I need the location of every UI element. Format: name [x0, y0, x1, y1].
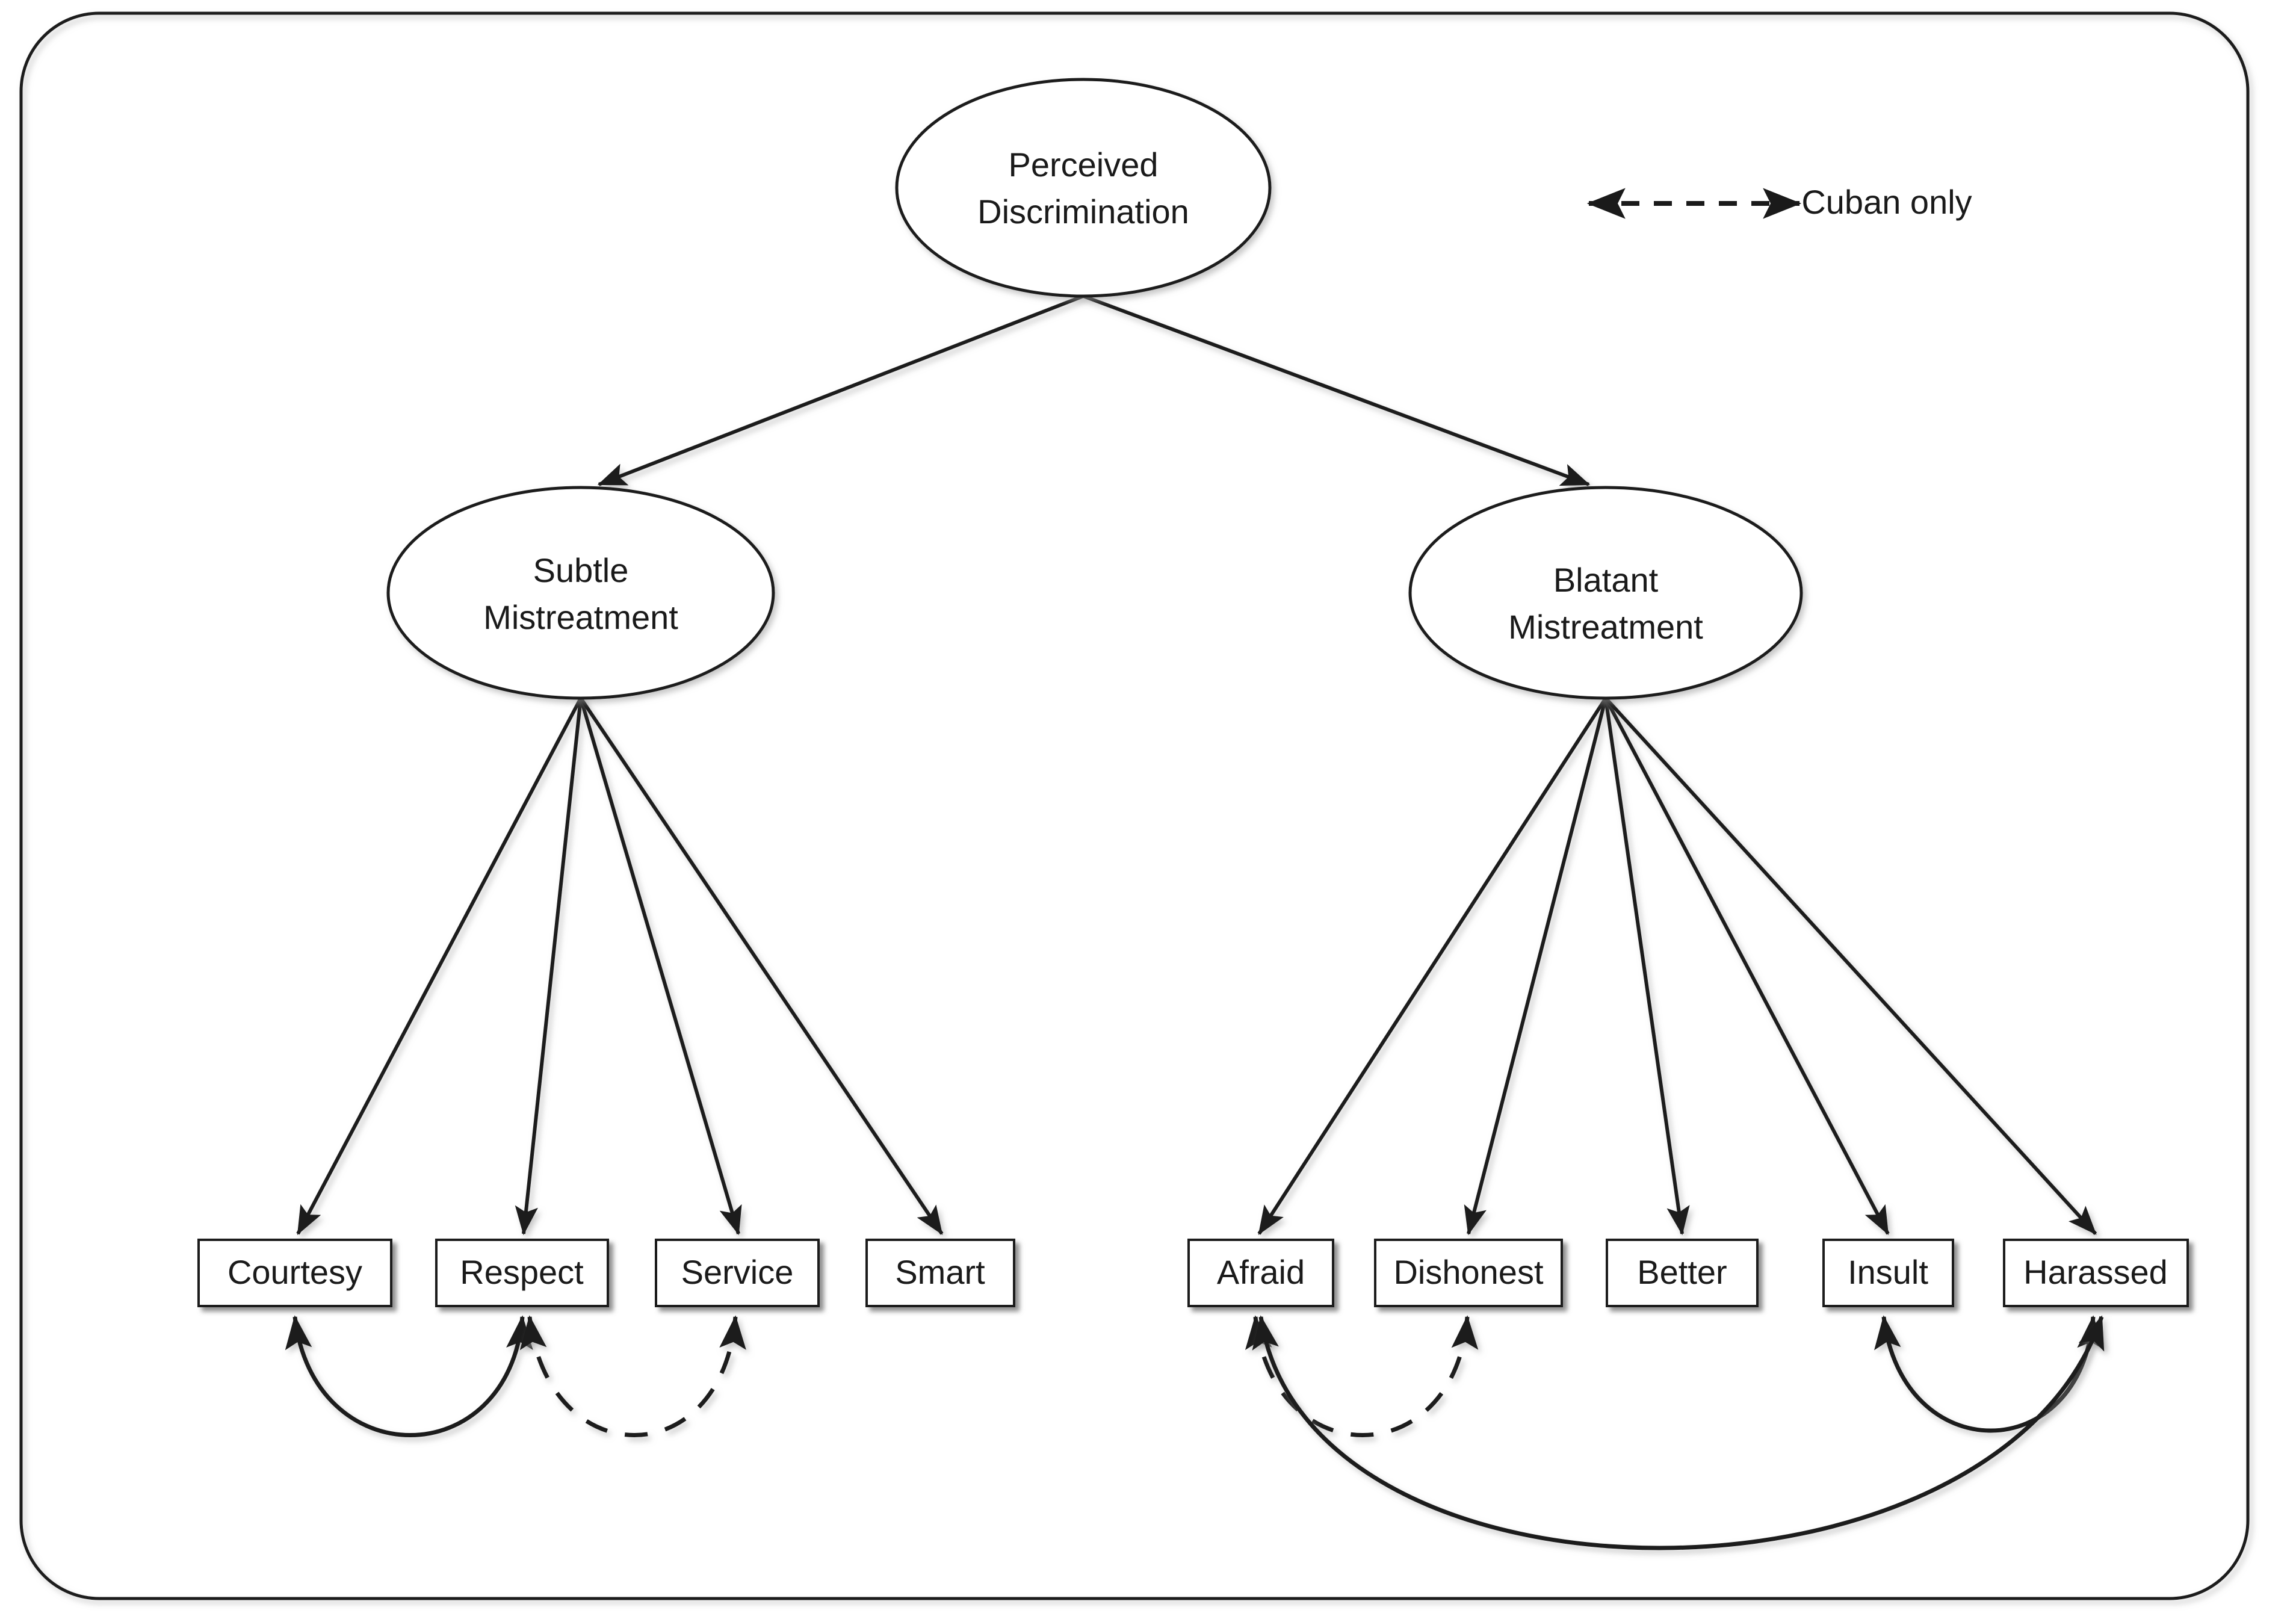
correlation-afraid-dishonest [1245, 1315, 1479, 1437]
ellipse-perceived-discrimination[interactable] [895, 78, 1272, 298]
box-shape-service[interactable] [655, 1239, 820, 1307]
correlation-courtesy-respect [285, 1315, 533, 1437]
loading-subtle-to-respect [515, 698, 583, 1236]
loadings-blatant [1257, 696, 2097, 1236]
box-label-better: Better [1637, 1253, 1727, 1291]
indicator-box-harassed[interactable]: Harassed [2003, 1239, 2189, 1307]
indicator-box-service[interactable]: Service [655, 1239, 820, 1307]
correlation-respect-service [519, 1315, 746, 1437]
ellipse-label-blatant-line1: Blatant [1553, 561, 1659, 599]
latent-node-subtle-mistreatment[interactable]: Subtle Mistreatment [386, 486, 775, 700]
loading-blatant-to-afraid [1257, 697, 1608, 1236]
box-shape-harassed[interactable] [2003, 1239, 2189, 1307]
box-shape-insult[interactable] [1822, 1239, 1954, 1307]
loading-blatant-to-dishonest [1464, 698, 1608, 1236]
path-perceived-to-subtle [597, 294, 1085, 486]
legend: Cuban only [1586, 183, 1972, 221]
ellipse-label-subtle-line2: Mistreatment [483, 598, 678, 636]
box-shape-afraid[interactable] [1187, 1239, 1334, 1307]
box-label-harassed: Harassed [2023, 1253, 2168, 1291]
loading-subtle-to-service [579, 698, 742, 1236]
ellipse-label-blatant-line2: Mistreatment [1508, 608, 1703, 646]
loading-subtle-to-smart [579, 697, 944, 1235]
ellipse-label-perceived-line1: Perceived [1008, 146, 1158, 184]
indicator-box-respect[interactable]: Respect [435, 1239, 609, 1307]
loadings-subtle [296, 697, 944, 1236]
ellipse-subtle-mistreatment[interactable] [386, 486, 775, 700]
ellipse-label-subtle-line1: Subtle [533, 551, 629, 589]
box-shape-smart[interactable] [865, 1239, 1015, 1307]
box-shape-dishonest[interactable] [1374, 1239, 1563, 1307]
box-shape-courtesy[interactable] [197, 1239, 392, 1307]
box-label-insult: Insult [1848, 1253, 1928, 1291]
figure-frame [19, 11, 2250, 1600]
correlation-curves [285, 1315, 2105, 1550]
loading-blatant-to-harassed [1604, 696, 2097, 1236]
loading-blatant-to-better [1604, 698, 1690, 1236]
ellipse-blatant-mistreatment[interactable] [1408, 486, 1803, 700]
indicator-box-courtesy[interactable]: Courtesy [197, 1239, 392, 1307]
loading-subtle-to-courtesy [296, 697, 583, 1236]
correlation-insult-harassed [1874, 1315, 2105, 1433]
box-label-respect: Respect [460, 1253, 584, 1291]
box-shape-respect[interactable] [435, 1239, 609, 1307]
box-label-smart: Smart [895, 1253, 985, 1291]
box-label-courtesy: Courtesy [227, 1253, 362, 1291]
indicator-box-afraid[interactable]: Afraid [1187, 1239, 1334, 1307]
loading-blatant-to-insult [1604, 697, 1890, 1236]
path-perceived-to-blatant [1082, 294, 1591, 486]
indicator-box-better[interactable]: Better [1606, 1239, 1759, 1307]
latent-node-blatant-mistreatment[interactable]: Blatant Mistreatment [1408, 486, 1803, 700]
indicator-box-dishonest[interactable]: Dishonest [1374, 1239, 1563, 1307]
indicator-box-insult[interactable]: Insult [1822, 1239, 1954, 1307]
box-label-service: Service [681, 1253, 794, 1291]
box-label-afraid: Afraid [1217, 1253, 1305, 1291]
latent-node-perceived-discrimination[interactable]: Perceived Discrimination [895, 78, 1272, 298]
correlation-afraid-harassed [1252, 1315, 2105, 1550]
indicator-box-smart[interactable]: Smart [865, 1239, 1015, 1307]
box-label-dishonest: Dishonest [1393, 1253, 1543, 1291]
legend-label-cuban-only: Cuban only [1801, 183, 1972, 221]
structural-paths [597, 294, 1591, 486]
box-shape-better[interactable] [1606, 1239, 1759, 1307]
ellipse-label-perceived-line2: Discrimination [977, 193, 1189, 231]
